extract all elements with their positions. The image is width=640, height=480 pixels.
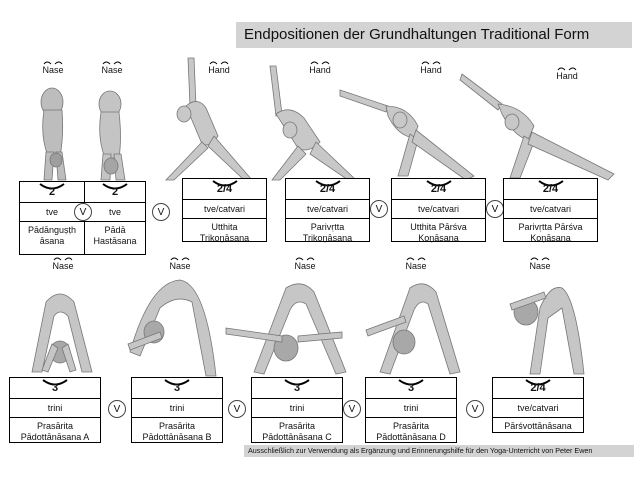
breath-cell: trini bbox=[132, 399, 222, 418]
count-cell: 2/4 bbox=[493, 378, 583, 399]
vinyasa-marker: V bbox=[343, 400, 361, 418]
breath-cell: trini bbox=[366, 399, 456, 418]
vinyasa-marker: V bbox=[152, 203, 170, 221]
count-cell: 2/4 bbox=[286, 179, 369, 200]
pose-figure bbox=[339, 89, 475, 181]
vinyasa-marker: V bbox=[486, 200, 504, 218]
count-cell: 3 bbox=[252, 378, 342, 399]
count-cell: 2/4 bbox=[504, 179, 597, 200]
count-cell: 3 bbox=[366, 378, 456, 399]
pose-figure bbox=[31, 293, 93, 373]
pose-card: 2/4 tve/catvari Pārśvottānāsana bbox=[492, 377, 584, 433]
breath-cell: tve bbox=[85, 203, 145, 222]
breath-cell: tve/catvari bbox=[286, 200, 369, 219]
breath-cell: tve bbox=[20, 203, 84, 222]
gaze-label: Hand bbox=[300, 60, 340, 75]
gaze-label: Hand bbox=[199, 60, 239, 75]
eyes-icon bbox=[300, 60, 340, 65]
count-cell: 2 bbox=[85, 182, 145, 203]
page-title: Endpositionen der Grundhaltungen Traditi… bbox=[236, 22, 632, 48]
breath-cell: trini bbox=[10, 399, 100, 418]
eyes-icon bbox=[547, 66, 587, 71]
gaze-label: Nase bbox=[92, 60, 132, 75]
eyes-icon bbox=[92, 60, 132, 65]
eyes-icon bbox=[33, 60, 73, 65]
gaze-label: Nase bbox=[520, 256, 560, 271]
gaze-label: Nase bbox=[160, 256, 200, 271]
gaze-label: Nase bbox=[43, 256, 83, 271]
count-cell: 2 bbox=[20, 182, 84, 203]
vinyasa-marker: V bbox=[228, 400, 246, 418]
gaze-label: Nase bbox=[396, 256, 436, 271]
pose-figure bbox=[365, 283, 461, 375]
breath-cell: tve/catvari bbox=[183, 200, 266, 219]
gaze-label: Nase bbox=[33, 60, 73, 75]
vinyasa-marker: V bbox=[108, 400, 126, 418]
eyes-icon bbox=[43, 256, 83, 261]
eyes-icon bbox=[396, 256, 436, 261]
gaze-label: Nase bbox=[285, 256, 325, 271]
breath-cell: tve/catvari bbox=[493, 399, 583, 418]
count-cell: 3 bbox=[132, 378, 222, 399]
pose-figure bbox=[225, 283, 347, 375]
count-cell: 2/4 bbox=[392, 179, 485, 200]
breath-cell: tve/catvari bbox=[392, 200, 485, 219]
eyes-icon bbox=[520, 256, 560, 261]
pose-figure bbox=[509, 287, 585, 375]
footer-note: Ausschließlich zur Verwendung als Ergänz… bbox=[244, 445, 634, 457]
pose-figure bbox=[459, 73, 615, 181]
pose-figure bbox=[269, 65, 358, 181]
eyes-icon bbox=[285, 256, 325, 261]
eyes-icon bbox=[199, 60, 239, 65]
count-cell: 3 bbox=[10, 378, 100, 399]
gaze-label: Hand bbox=[411, 60, 451, 75]
vinyasa-marker: V bbox=[74, 203, 92, 221]
breath-cell: trini bbox=[252, 399, 342, 418]
pose-name: Pārśvottānāsana bbox=[504, 421, 572, 431]
eyes-icon bbox=[160, 256, 200, 261]
gaze-label: Hand bbox=[547, 66, 587, 81]
vinyasa-marker: V bbox=[370, 200, 388, 218]
vinyasa-marker: V bbox=[466, 400, 484, 418]
pose-figure bbox=[165, 57, 253, 181]
pose-figure bbox=[40, 87, 67, 181]
breath-cell: tve/catvari bbox=[504, 200, 597, 219]
pose-figure bbox=[127, 279, 217, 377]
eyes-icon bbox=[411, 60, 451, 65]
count-cell: 2/4 bbox=[183, 179, 266, 200]
pose-figure bbox=[98, 90, 126, 181]
